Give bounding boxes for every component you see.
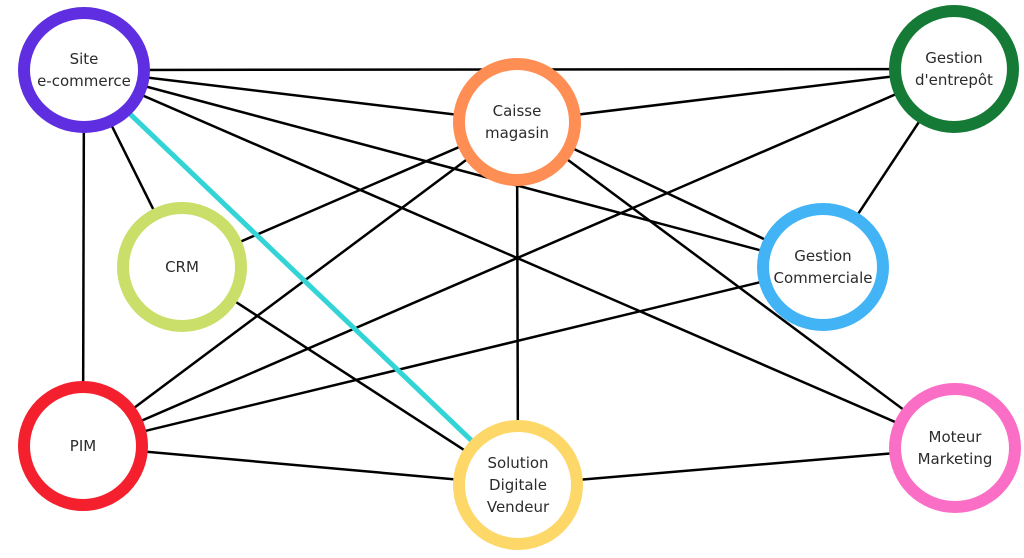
node-gestion-commerciale[interactable]: Gestion Commerciale xyxy=(757,203,889,331)
connection-site-caisse xyxy=(83,68,518,124)
node-pim[interactable]: PIM xyxy=(18,381,148,511)
connection-caisse-pim xyxy=(82,120,518,448)
node-label: PIM xyxy=(69,437,97,455)
node-label: CRM xyxy=(165,258,199,276)
connection-pim-solution xyxy=(82,444,519,487)
node-label: Gestion d'entrepôt xyxy=(915,49,993,89)
node-label: Caisse magasin xyxy=(484,102,549,142)
node-crm[interactable]: CRM xyxy=(117,202,247,332)
connection-gestion_entrepot-pim xyxy=(82,67,955,448)
node-label: Gestion Commerciale xyxy=(773,247,873,287)
connection-site-moteur xyxy=(83,68,956,450)
node-solution-digitale-vendeur[interactable]: Solution Digitale Vendeur xyxy=(453,420,583,550)
highlighted-connection-site-solution xyxy=(82,68,520,487)
connection-crm-solution xyxy=(181,265,519,487)
connection-caisse-gestion_entrepot xyxy=(516,67,955,124)
node-label: Site e-commerce xyxy=(37,50,131,90)
node-gestion-entrepot[interactable]: Gestion d'entrepôt xyxy=(889,5,1019,133)
node-caisse-magasin[interactable]: Caisse magasin xyxy=(453,58,581,186)
connection-caisse-moteur xyxy=(516,120,956,450)
node-site-e-commerce[interactable]: Site e-commerce xyxy=(18,7,150,133)
node-label: Solution Digitale Vendeur xyxy=(486,454,550,516)
node-moteur-marketing[interactable]: Moteur Marketing xyxy=(889,383,1021,513)
connection-gestion_commerciale-pim xyxy=(82,265,824,448)
connection-solution-moteur xyxy=(517,446,956,487)
node-label: Moteur Marketing xyxy=(917,428,993,468)
